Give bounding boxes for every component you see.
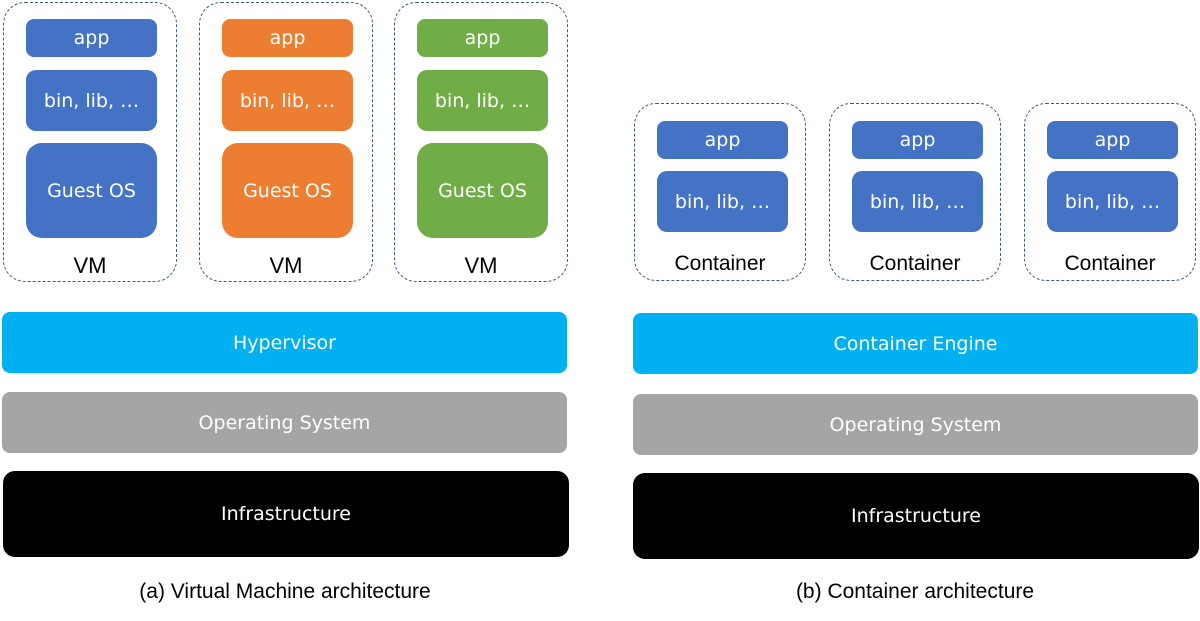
vm-box-1 <box>3 2 177 282</box>
container-3-app: app <box>1047 121 1178 159</box>
container-3-label: Container <box>1064 252 1156 275</box>
container-3-bin-lib: bin, lib, … <box>1047 171 1178 232</box>
container-caption: (b) Container architecture <box>795 580 1035 603</box>
vm-os-layer: Operating System <box>2 392 567 453</box>
vm-1-bin-lib: bin, lib, … <box>26 70 157 131</box>
container-box-1 <box>634 103 806 281</box>
hypervisor-layer: Hypervisor <box>2 312 567 373</box>
vm-box-3 <box>394 2 568 282</box>
vm-3-app: app <box>417 19 548 57</box>
vm-2-app: app <box>222 19 353 57</box>
vm-2-label: VM <box>269 253 303 278</box>
container-2-bin-lib: bin, lib, … <box>852 171 983 232</box>
vm-2-guest-os: Guest OS <box>222 143 353 238</box>
vm-1-guest-os: Guest OS <box>26 143 157 238</box>
vm-box-2 <box>199 2 373 282</box>
container-2-label: Container <box>869 252 961 275</box>
container-infrastructure-layer: Infrastructure <box>633 473 1199 559</box>
vm-3-guest-os: Guest OS <box>417 143 548 238</box>
vm-2-bin-lib: bin, lib, … <box>222 70 353 131</box>
vm-1-label: VM <box>73 253 107 278</box>
vm-infrastructure-layer: Infrastructure <box>3 471 569 557</box>
container-box-2 <box>829 103 1001 281</box>
container-1-label: Container <box>674 252 766 275</box>
vm-1-app: app <box>26 19 157 57</box>
container-1-bin-lib: bin, lib, … <box>657 171 788 232</box>
vm-3-label: VM <box>464 253 498 278</box>
vm-3-bin-lib: bin, lib, … <box>417 70 548 131</box>
vm-caption: (a) Virtual Machine architecture <box>139 580 431 603</box>
container-engine-layer: Container Engine <box>633 313 1198 374</box>
container-os-layer: Operating System <box>633 394 1198 455</box>
container-1-app: app <box>657 121 788 159</box>
container-2-app: app <box>852 121 983 159</box>
container-box-3 <box>1024 103 1196 281</box>
